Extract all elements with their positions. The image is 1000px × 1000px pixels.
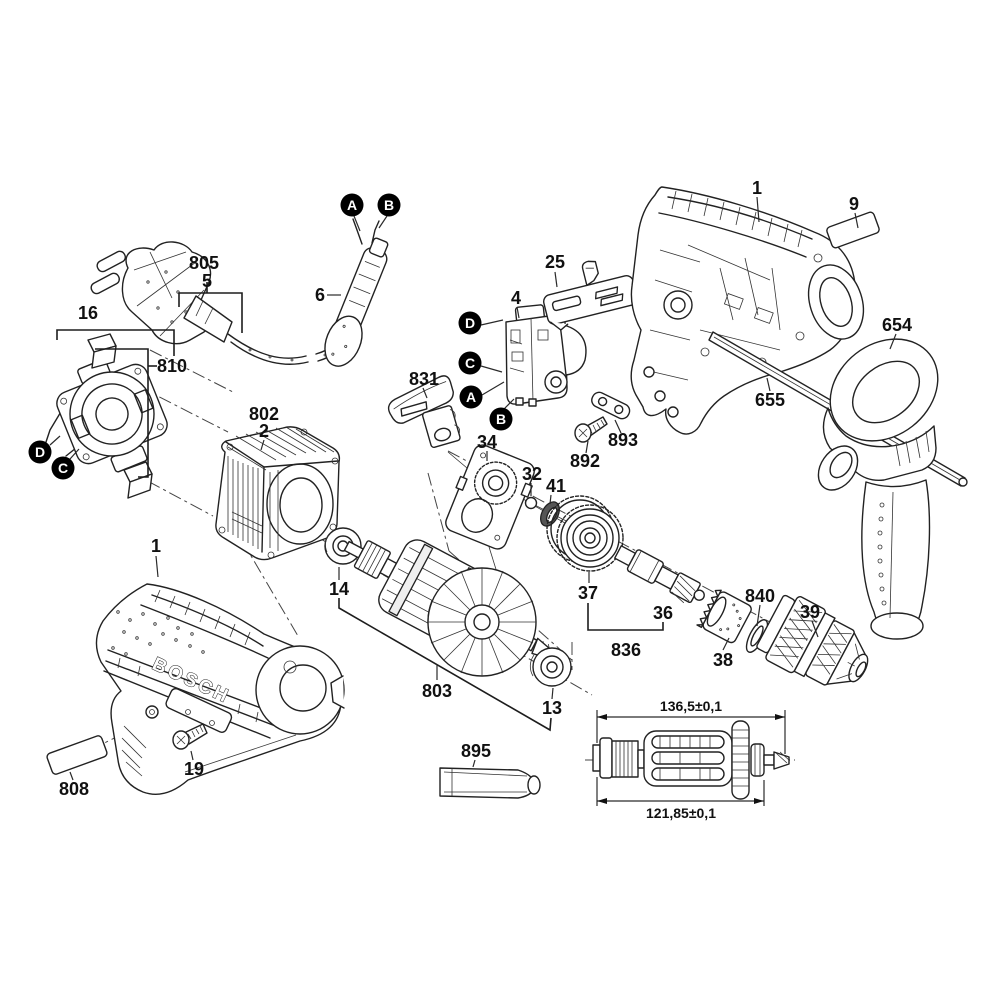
label-654: 654 [882,315,912,335]
label-892: 892 [570,451,600,471]
stator-field-coil [215,426,341,561]
grease-tube [439,767,541,799]
svg-text:C: C [58,460,68,476]
power-plug [90,241,233,345]
carbon-brush-lower [123,461,153,499]
svg-text:A: A [347,197,357,213]
callout-c-left: C [51,456,75,480]
cord-grommet [324,218,389,367]
housing-left-half: BOSCH [95,583,345,795]
label-plate-808 [46,735,108,775]
label-836: 836 [611,640,641,660]
dimension-bottom-text: 121,85±0,1 [646,805,716,821]
armature-fan [427,567,537,677]
label-25: 25 [545,252,565,272]
screw-892 [574,416,608,443]
dimension-drawing: 136,5±0,1 121,85±0,1 [585,698,795,821]
wiring-callouts: A B D C D C A B [28,193,513,480]
callout-b-top: B [377,193,401,217]
label-805: 805 [189,253,219,273]
screw-19 [172,723,208,750]
callout-a-switch: A [459,385,483,409]
label-strip-9 [826,211,880,249]
carbon-brush-upper [87,333,117,369]
label-655: 655 [755,390,785,410]
label-4: 4 [511,288,521,308]
slider-button [387,375,461,449]
label-1-right: 1 [752,178,762,198]
pin-893 [591,391,631,420]
label-840: 840 [745,586,775,606]
bearing-plate-34 [445,444,535,550]
label-810: 810 [157,356,187,376]
label-1-left: 1 [151,536,161,556]
leader-lines [49,196,897,781]
gear-37 [546,495,624,572]
label-5: 5 [202,271,212,291]
svg-text:D: D [465,315,475,331]
svg-text:B: B [496,411,506,427]
label-9: 9 [849,194,859,214]
label-802: 802 [249,404,279,424]
label-39: 39 [800,602,820,622]
label-19: 19 [184,759,204,779]
dimension-bottom: 121,85±0,1 [596,777,765,821]
dimension-top-text: 136,5±0,1 [660,698,722,714]
callout-a-top: A [340,193,364,217]
label-808: 808 [59,779,89,799]
bearing-13 [529,647,572,687]
part-labels: 805 5 16 810 6 802 2 1 4 25 831 893 892 … [59,178,912,799]
label-2: 2 [259,421,269,441]
svg-text:B: B [384,197,394,213]
label-38: 38 [713,650,733,670]
label-14: 14 [329,579,349,599]
label-32: 32 [522,464,542,484]
armature [343,539,553,677]
label-6: 6 [315,285,325,305]
label-13: 13 [542,698,562,718]
spindle-36 [614,545,705,604]
switch [505,304,587,407]
callout-d-left: D [28,440,52,464]
callout-d-switch: D [458,311,482,335]
svg-text:D: D [35,444,45,460]
callout-c-switch: C [458,351,482,375]
armature-side-view [592,720,790,800]
label-895: 895 [461,741,491,761]
svg-text:A: A [466,389,476,405]
chuck [756,594,869,686]
label-16: 16 [78,303,98,323]
housing-right-half [630,186,865,435]
steel-ball-32 [524,496,538,510]
svg-text:C: C [465,355,475,371]
dimension-top: 136,5±0,1 [596,698,786,754]
label-803: 803 [422,681,452,701]
label-34: 34 [477,432,497,452]
label-37: 37 [578,583,598,603]
auxiliary-handle [817,338,939,640]
label-893: 893 [608,430,638,450]
label-36: 36 [653,603,673,623]
label-831: 831 [409,369,439,389]
callout-b-switch: B [489,407,513,431]
ratchet-38 [696,589,752,644]
label-41: 41 [546,476,566,496]
